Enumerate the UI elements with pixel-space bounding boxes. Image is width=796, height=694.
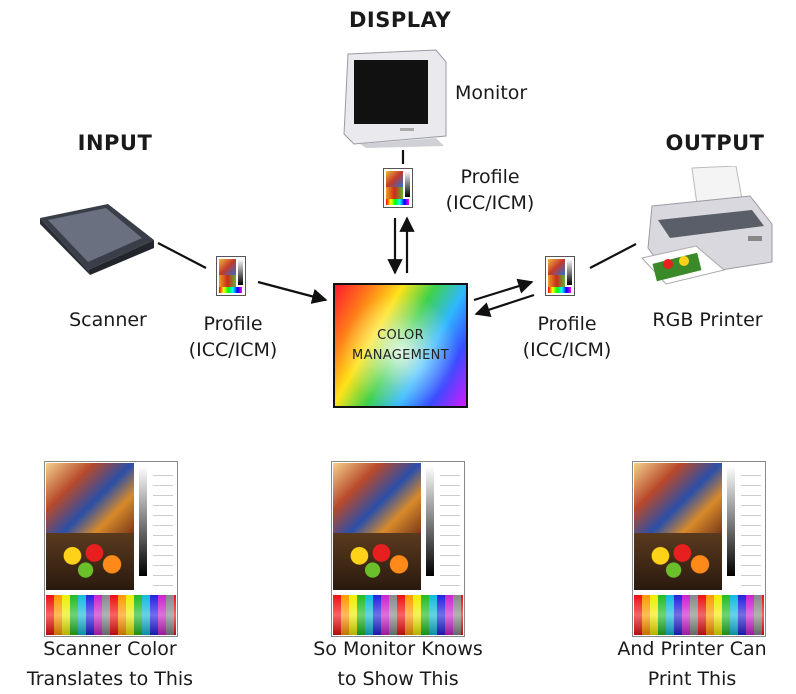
monitor-test-chart (331, 461, 465, 637)
scanner-caption: Scanner Color Translates to This (0, 634, 220, 694)
monitor-icon (340, 48, 450, 148)
output-profile-icon (545, 256, 575, 296)
printer-label: RGB Printer (652, 309, 763, 331)
scanner-caption-line2: Translates to This (26, 668, 194, 690)
input-profile-line1: Profile (203, 313, 263, 335)
color-management-line2: MANAGEMENT (352, 347, 449, 363)
printer-icon (640, 165, 780, 286)
output-arrow-right (473, 278, 534, 302)
output-profile-line2: (ICC/ICM) (522, 339, 612, 361)
monitor-caption-line1: So Monitor Knows (313, 638, 483, 660)
input-profile-line2: (ICC/ICM) (188, 339, 278, 361)
output-profile-line1: Profile (537, 313, 597, 335)
display-header: DISPLAY (348, 8, 452, 32)
printer-test-chart (632, 461, 766, 637)
output-arrow-left (474, 293, 535, 318)
scanner-connector (157, 242, 207, 269)
output-header: OUTPUT (665, 131, 765, 155)
scanner-caption-line1: Scanner Color (43, 638, 177, 660)
display-profile-icon (383, 168, 413, 208)
scanner-label: Scanner (69, 309, 147, 331)
monitor-label: Monitor (455, 82, 528, 104)
display-profile-line1: Profile (460, 166, 520, 188)
scanner-test-chart (44, 461, 178, 637)
output-profile-label: Profile (ICC/ICM) (502, 311, 632, 363)
printer-caption-line2: Print This (647, 668, 737, 690)
input-header: INPUT (77, 131, 153, 155)
input-arrow (257, 280, 328, 304)
input-profile-icon (216, 256, 246, 296)
printer-caption: And Printer Can Print This (588, 634, 796, 694)
display-profile-line2: (ICC/ICM) (445, 192, 535, 214)
monitor-caption-line2: to Show This (337, 668, 459, 690)
printer-connector (589, 243, 637, 269)
printer-caption-line1: And Printer Can (617, 638, 767, 660)
display-profile-label: Profile (ICC/ICM) (425, 164, 555, 216)
scanner-icon (38, 200, 156, 275)
color-management-box: COLOR MANAGEMENT (333, 283, 468, 408)
input-profile-label: Profile (ICC/ICM) (168, 311, 298, 363)
monitor-caption: So Monitor Knows to Show This (288, 634, 508, 694)
color-management-line1: COLOR (377, 327, 424, 343)
